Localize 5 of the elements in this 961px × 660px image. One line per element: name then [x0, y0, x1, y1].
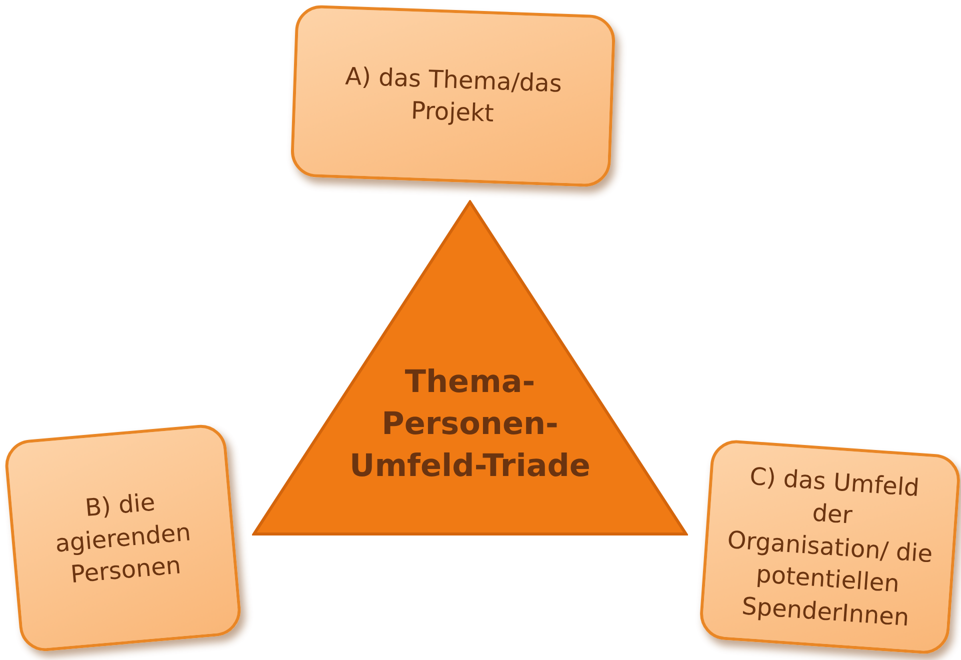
node-label: A) das Thema/das Projekt [344, 60, 564, 130]
node-label: Thema-Personen-Umfeld-Triade [348, 363, 592, 486]
node-label: C) das Umfeld der Organisation/ die potentiellen SpenderInnen [725, 461, 935, 634]
node-label: B) die agierenden Personen [53, 488, 193, 591]
rounded-box [290, 4, 616, 188]
